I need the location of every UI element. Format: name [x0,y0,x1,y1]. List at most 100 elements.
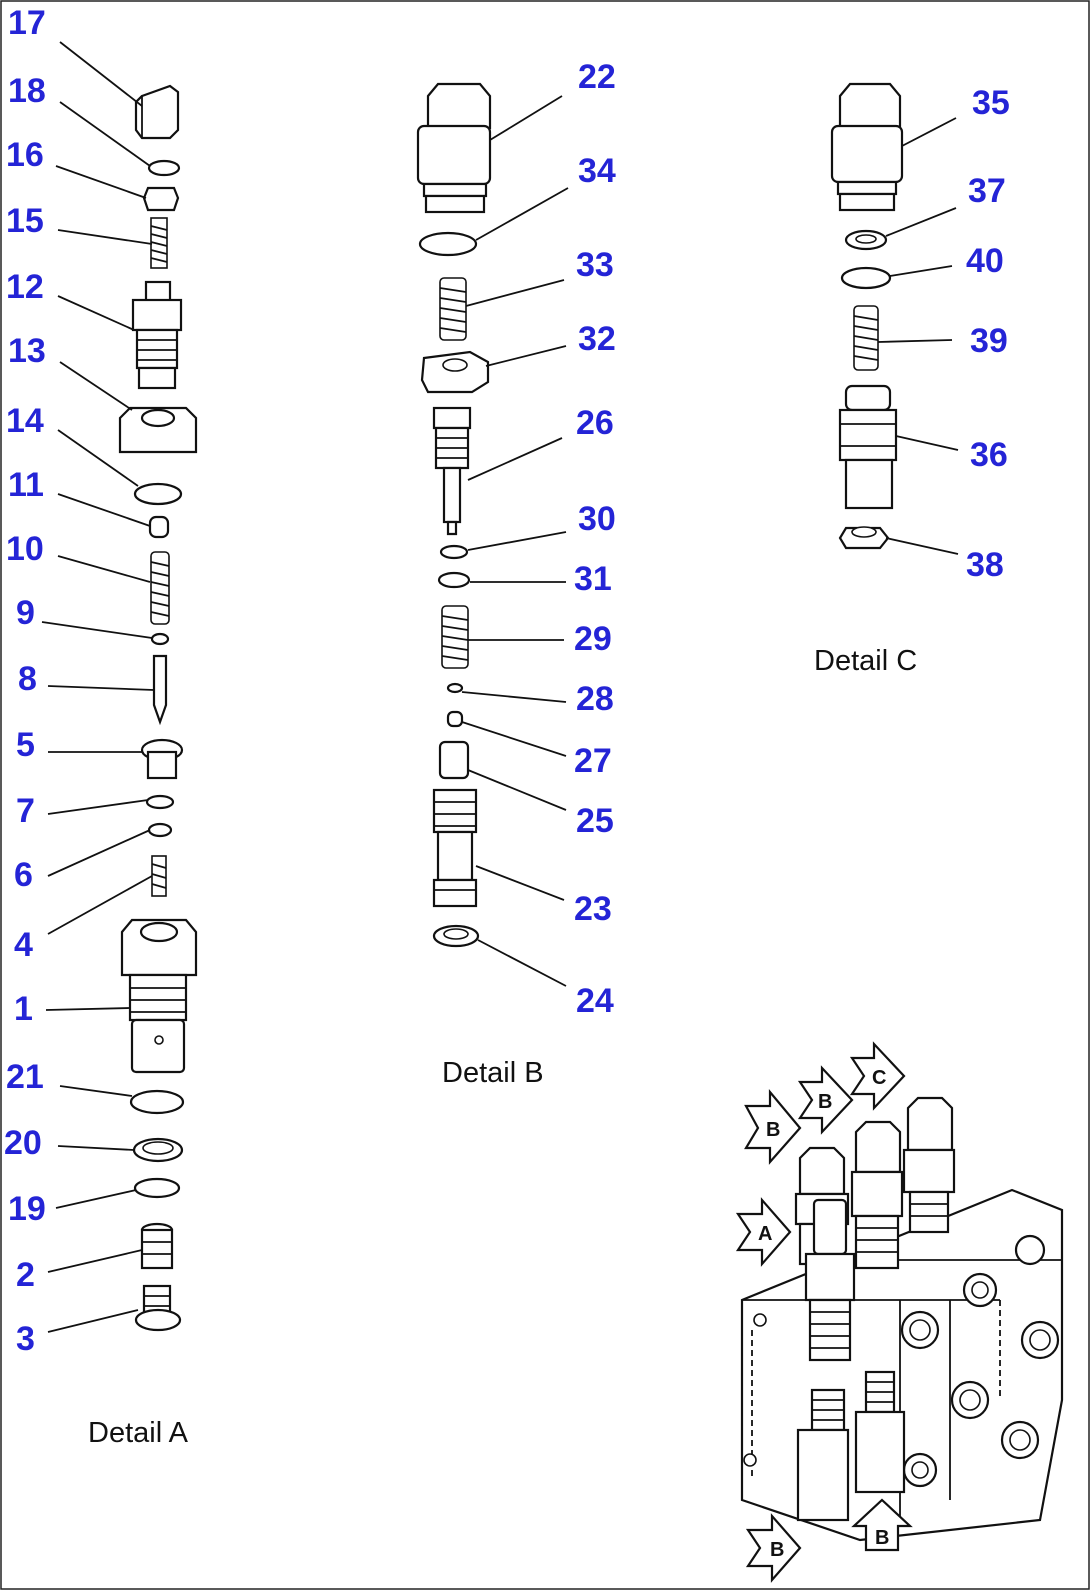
callout-20: 20 [4,1124,42,1162]
callout-36: 36 [970,436,1008,474]
view-arrow-b-bottom-left-letter: B [770,1539,784,1561]
part-4-spring [151,855,167,897]
part-29-spring [441,605,469,669]
valve-cartridge-c [902,1096,956,1234]
detail-b-caption: Detail B [442,1057,544,1089]
part-3-plug [134,1284,182,1332]
callout-21: 21 [6,1058,44,1096]
callout-19: 19 [8,1190,46,1228]
part-30-ring [439,544,469,560]
detail-a-caption: Detail A [88,1417,189,1449]
callout-37: 37 [968,172,1006,210]
callout-2: 2 [16,1256,35,1294]
view-arrows: B B C A B B [735,1041,913,1583]
view-arrow-a: A [735,1197,792,1267]
callout-23: 23 [574,890,612,928]
callout-32: 32 [578,320,616,358]
part-39-spring [853,305,879,371]
view-arrow-b-bottom-up-letter: B [875,1527,889,1549]
part-27-ball [446,710,464,728]
part-25-piston [438,740,470,780]
view-arrow-b-mid: B [797,1065,854,1135]
callout-33: 33 [576,246,614,284]
detail-c-parts [830,82,904,550]
callout-39: 39 [970,322,1008,360]
view-arrow-b-bottom-left: B [745,1513,802,1583]
callout-29: 29 [574,620,612,658]
callout-22: 22 [578,58,616,96]
callout-5: 5 [16,726,35,764]
part-38-nut [838,526,890,550]
part-35-plug [830,82,904,212]
detail-c-leaders [877,117,959,555]
valve-cartridge-a [804,1198,856,1362]
view-arrow-a-letter: A [758,1223,772,1245]
callout-7: 7 [16,792,35,830]
detail-b-leaders [461,95,569,987]
part-32-retainer [420,350,490,394]
detail-c-callouts: 35 37 40 39 36 38 [966,84,1010,584]
view-arrow-b-upper: B [744,1088,802,1165]
part-8-needle [152,654,168,726]
valve-assembly [740,1096,1064,1542]
part-11-poppet [148,515,170,539]
callout-4: 4 [14,926,33,964]
view-arrow-c: C [849,1041,906,1111]
part-34-o-ring [418,231,478,257]
callout-15: 15 [6,202,44,240]
part-16-nut [142,186,180,212]
part-20-backup-ring [132,1137,184,1163]
detail-c-caption: Detail C [814,645,917,677]
part-1-body [120,918,198,1074]
callout-30: 30 [578,500,616,538]
part-31-ring [437,571,471,589]
callout-6: 6 [14,856,33,894]
callout-34: 34 [578,152,616,190]
detail-a-parts [118,84,198,1332]
callout-11: 11 [8,466,44,504]
part-9-seat [150,632,170,646]
callout-8: 8 [18,660,37,698]
part-18-ring [147,159,181,177]
part-33-spring [439,277,467,341]
part-17-cap [134,84,180,140]
detail-b-parts [416,82,492,948]
part-14-o-ring [133,482,183,506]
detail-a-callouts: 17 18 16 15 12 13 14 11 10 9 8 5 7 6 4 1… [4,4,46,1358]
view-arrow-b-bottom-up: B [851,1498,913,1552]
part-40-o-ring [840,266,892,290]
callout-27: 27 [574,742,612,780]
callout-25: 25 [576,802,614,840]
view-arrow-c-letter: C [872,1067,886,1089]
view-arrow-b-mid-letter: B [818,1091,832,1113]
callout-31: 31 [574,560,612,598]
detail-a-leaders [41,41,155,1333]
part-13-locknut [118,406,198,454]
callout-26: 26 [576,404,614,442]
callout-28: 28 [576,680,614,718]
part-36-piston [838,384,898,510]
callout-16: 16 [6,136,44,174]
callout-3: 3 [16,1320,35,1358]
callout-13: 13 [8,332,46,370]
part-7-ring [145,794,175,810]
callout-17: 17 [8,4,46,42]
part-6-ring [147,822,173,838]
callout-12: 12 [6,268,44,306]
detail-b-callouts: 22 34 33 32 26 30 31 29 28 27 25 23 24 [574,58,616,1020]
valve-cartridge-lower [796,1370,906,1522]
callout-1: 1 [14,990,33,1028]
part-26-spool [432,406,472,536]
part-10-spring [150,551,170,625]
part-24-nut [432,924,480,948]
callout-10: 10 [6,530,44,568]
callout-18: 18 [8,72,46,110]
callout-40: 40 [966,242,1004,280]
callout-35: 35 [972,84,1010,122]
callout-24: 24 [576,982,614,1020]
part-5-adjuster [140,738,184,780]
part-12-plug [131,280,183,390]
